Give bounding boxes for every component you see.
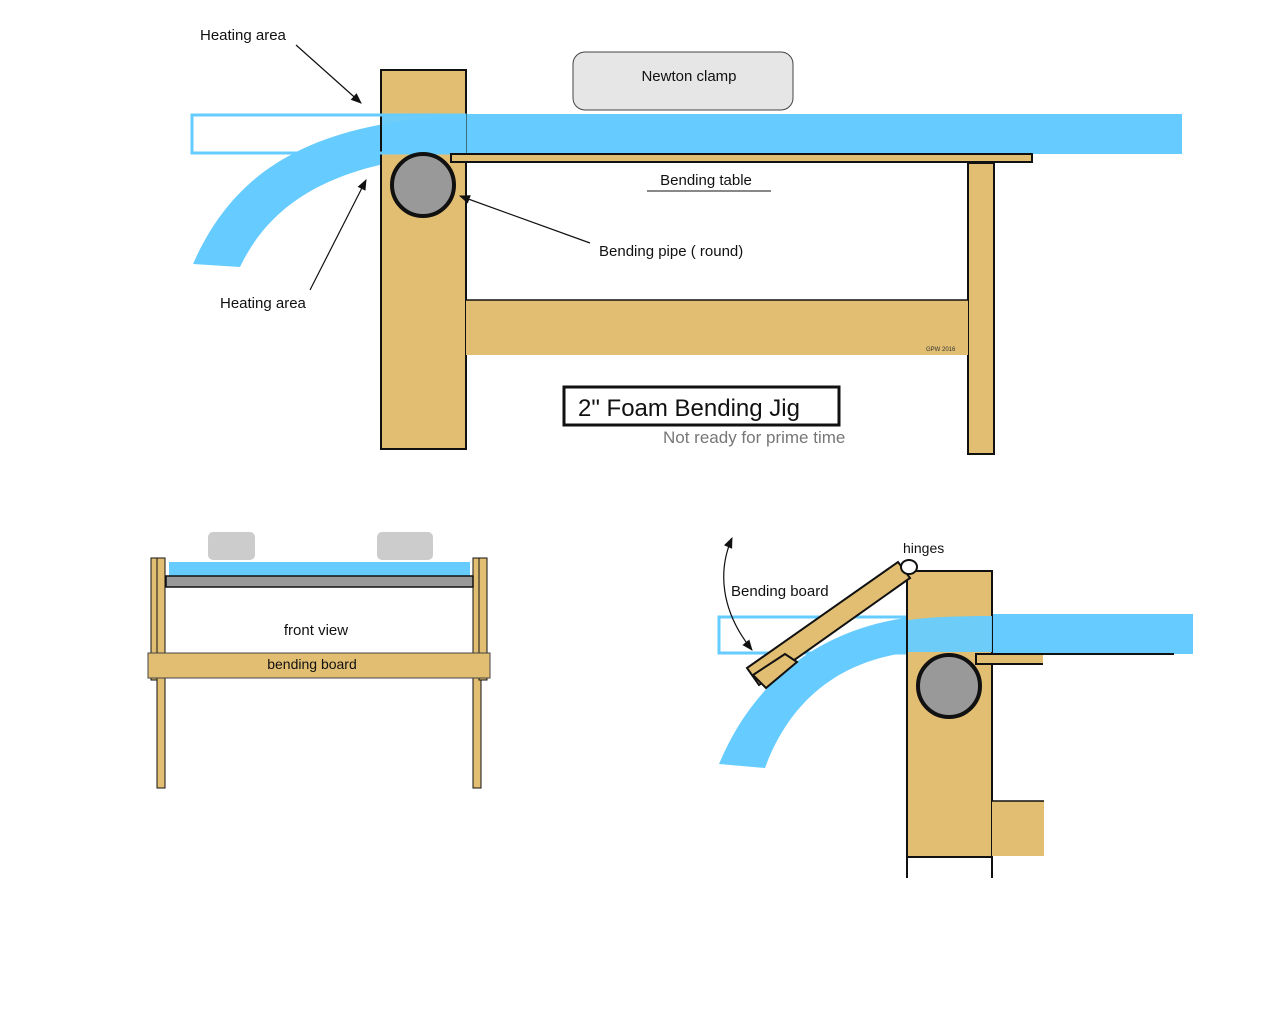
title-box [562,385,841,427]
title-text: 2" Foam Bending Jig [578,395,800,422]
front-view-table [165,575,474,588]
front-view-right-post-outer [478,557,488,681]
heating-area-top-label: Heating area [200,27,287,44]
hinges-label: hinges [903,540,944,556]
bending-pipe-label: Bending pipe ( round) [599,243,743,260]
front-view-clamp-left [208,532,255,560]
subtitle-text: Not ready for prime time [663,428,845,447]
side-view-main: Newton clamp Heating area Heating area B… [190,27,1182,455]
foam-sheet [466,114,1182,154]
newton-clamp-label: Newton clamp [641,68,736,85]
front-view-foam [169,562,470,576]
newton-clamp [572,51,794,111]
detail-table [976,654,1043,664]
front-view-bending-board-label: bending board [267,656,357,672]
bending-table-label: Bending table [660,172,752,189]
detail-table-outline [975,653,1174,665]
detail-bending-board [745,560,912,687]
heating-area-bottom-arrow [309,179,367,291]
detail-bent-foam [719,617,912,768]
bending-board-side-label: Bending board [731,583,829,600]
bending-pipe-arrow [458,195,591,244]
detail-bending-board-lip [751,652,799,690]
front-view-bending-board [147,652,491,679]
foam-original-outline [190,113,467,155]
foam-curve-over-post [382,116,466,153]
bending-table [450,153,1033,163]
side-detail-view: hinges Bending board [717,536,1193,878]
detail-foam-over-post [908,616,992,652]
detail-foam-sheet [992,614,1193,654]
rotation-arrow [723,536,753,651]
stretcher [466,300,968,355]
front-view-clamp-right [377,532,433,560]
front-view-label: front view [284,622,348,639]
back-leg [967,162,995,455]
detail-stretcher [992,801,1044,856]
hinge-icon [900,559,918,575]
front-view: bending board front view [147,532,491,789]
signature-text: GPW 2016 [926,347,956,353]
heating-area-top-arrow [295,44,362,104]
bending-pipe [390,152,456,218]
detail-bending-pipe [916,653,982,719]
heating-area-bottom-label: Heating area [220,295,307,312]
